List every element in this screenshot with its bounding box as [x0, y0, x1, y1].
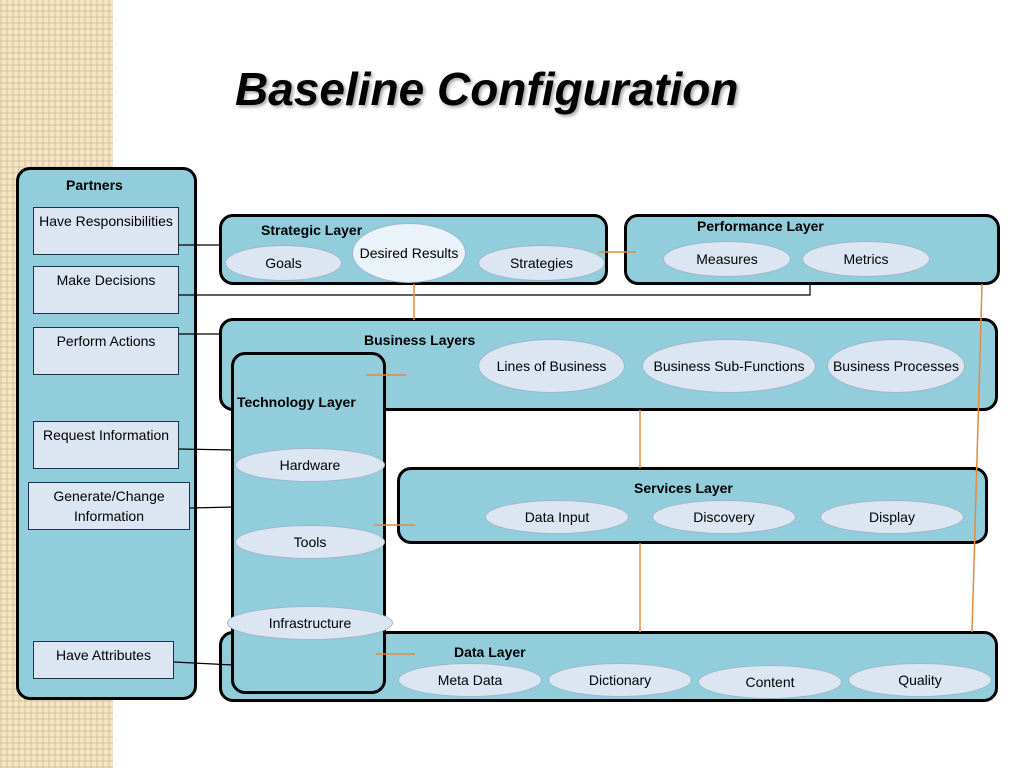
dictionary-node: Dictionary [548, 663, 692, 697]
partners-label: Partners [66, 177, 123, 193]
technology-layer-label: Technology Layer [237, 394, 356, 410]
services-layer-label: Services Layer [634, 480, 733, 496]
strategies-node: Strategies [478, 245, 605, 281]
performance-layer-label: Performance Layer [697, 218, 824, 234]
data-input-node: Data Input [485, 500, 629, 534]
partner-box-actions: Perform Actions [33, 327, 179, 375]
connector-generate [189, 506, 235, 509]
connector-decisions [179, 284, 811, 296]
partner-box-generate: Generate/Change Information [28, 482, 190, 530]
connector-attributes [173, 661, 234, 666]
hardware-node: Hardware [235, 448, 385, 482]
lines-of-business-node: Lines of Business [478, 339, 625, 393]
partner-box-responsibilities: Have Responsibilities [33, 207, 179, 255]
content-node: Content [698, 665, 842, 699]
partner-box-attributes: Have Attributes [33, 641, 174, 679]
business-layers-label: Business Layers [364, 332, 476, 348]
tools-node: Tools [235, 525, 385, 559]
partner-box-request: Request Information [33, 421, 179, 469]
connector-request [178, 448, 235, 451]
goals-node: Goals [225, 245, 342, 281]
measures-node: Measures [663, 241, 791, 277]
partner-box-decisions: Make Decisions [33, 266, 179, 314]
discovery-node: Discovery [652, 500, 796, 534]
business-sub-functions-node: Business Sub-Functions [642, 339, 816, 393]
connector-performance-data [971, 283, 983, 633]
metrics-node: Metrics [802, 241, 930, 277]
strategic-layer-label: Strategic Layer [261, 222, 363, 238]
meta-data-node: Meta Data [398, 663, 542, 697]
display-node: Display [820, 500, 964, 534]
quality-node: Quality [848, 663, 992, 697]
business-processes-node: Business Processes [827, 339, 965, 393]
page-title: Baseline Configuration [235, 63, 739, 115]
infrastructure-node: Infrastructure [227, 606, 393, 640]
data-layer-label: Data Layer [454, 644, 526, 660]
desired-results-node: Desired Results [352, 223, 466, 283]
